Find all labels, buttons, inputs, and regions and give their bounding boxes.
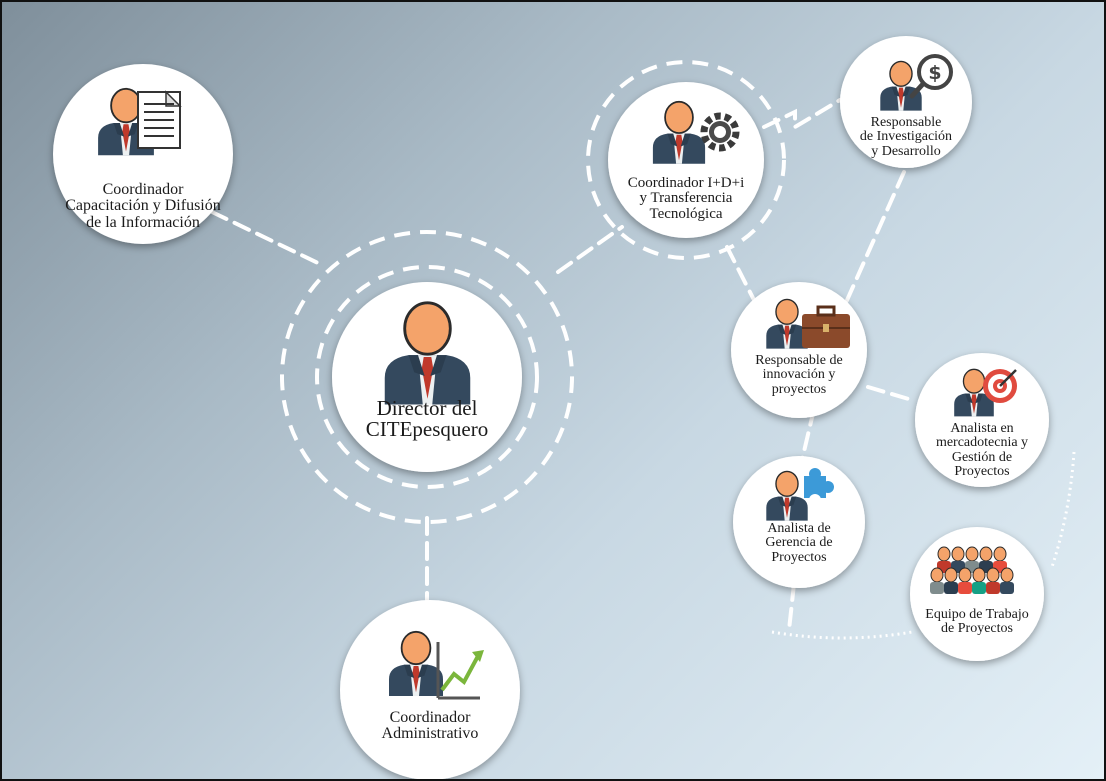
- director-inner-ring: [315, 265, 539, 489]
- idi-outer-ring: [586, 60, 786, 260]
- connector-innovacion-mercadotecnia: [866, 385, 914, 402]
- executive-icon: [384, 301, 471, 405]
- team-icon: [930, 546, 1014, 594]
- director-label: Director del CITEpesquero: [365, 396, 489, 442]
- connector-investigacion-innovacion: [842, 170, 906, 309]
- connector-director-idi: [556, 225, 624, 274]
- idi-label: Coordinador I+D+i y Transferencia Tecnol…: [627, 175, 745, 222]
- target-icon: [954, 368, 1017, 417]
- gear-icon: [652, 100, 740, 164]
- innovacion-label: Responsable de innovación y proyectos: [755, 353, 843, 397]
- equipo-label: Equipo de Trabajo de Proyectos: [925, 607, 1029, 637]
- connector-idi-investigacion: [762, 98, 842, 131]
- svg-text:$: $: [928, 62, 941, 84]
- connector-gerencia-bottom: [787, 582, 796, 632]
- connector-innovacion-gerencia: [800, 407, 816, 462]
- mercadotecnia-label: Analista en mercadotecnia y Gestión de P…: [935, 421, 1029, 479]
- puzzle-icon: [766, 468, 834, 521]
- connector-dotted-team-bracket: [771, 630, 913, 640]
- growth-chart-icon: [389, 630, 484, 700]
- gerencia-label: Analista de Gerencia de Proyectos: [765, 521, 833, 565]
- dollar-magnifier-icon: $: [880, 54, 953, 111]
- administrativo-label: Coordinador Administrativo: [381, 709, 479, 743]
- briefcase-icon: [766, 298, 850, 349]
- investigacion-label: Responsable de Investigación y Desarroll…: [859, 115, 953, 159]
- connector-dotted-mercadotecnia-equipo: [1050, 451, 1076, 568]
- connector-capacitacion-director: [210, 210, 322, 266]
- capacitacion-label: Coordinador Capacitación y Difusión de l…: [65, 181, 221, 231]
- connector-idi-innovacion: [725, 245, 756, 302]
- innovacion-node: [731, 282, 867, 418]
- director-outer-ring: [280, 230, 574, 524]
- document-icon: [98, 87, 182, 156]
